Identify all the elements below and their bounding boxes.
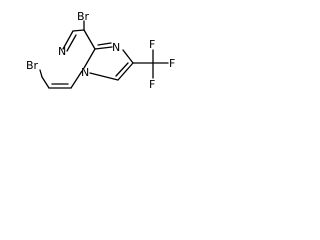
atom-f-top: F: [149, 38, 155, 51]
bond-c2-c3: [117, 62, 134, 81]
bond-c6-br: [39, 69, 43, 78]
bond-n7-c8-upper: [72, 29, 85, 32]
bond-c8a-n1-double: [97, 42, 112, 46]
bond-c8a-n4: [83, 48, 96, 69]
bond-c6-n7: [41, 76, 50, 89]
bond-n7-c8-double: [66, 34, 77, 52]
atom-br-top: Br: [77, 10, 90, 23]
bond-c8a-n1: [94, 46, 113, 50]
molecule-structure: Br Br N N N F F F: [26, 10, 175, 91]
atom-f-right: F: [169, 57, 175, 70]
atom-br-left: Br: [26, 59, 39, 72]
bond-c8-c8a: [83, 29, 96, 50]
bond-c3-n4: [89, 72, 119, 81]
atom-f-bottom: F: [149, 78, 155, 91]
atom-n-bridge: N: [81, 66, 89, 79]
bond-n1-c2: [122, 49, 134, 64]
structure-canvas: Br Br N N N F F F: [0, 0, 201, 113]
atom-n-pyrazine: N: [58, 45, 66, 58]
bond-n4-c5: [70, 70, 83, 89]
bond-n7-c8: [62, 30, 74, 50]
atom-n-imidazole: N: [112, 41, 120, 54]
bond-c2-c3-double: [115, 62, 129, 77]
